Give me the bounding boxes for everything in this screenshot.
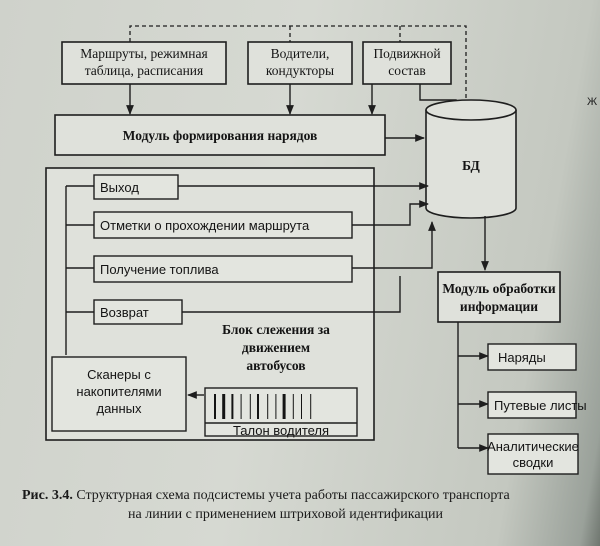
barcode-icon xyxy=(214,394,312,419)
scanners-label-3: данных xyxy=(96,401,142,416)
item-marks-box: Отметки о прохождении маршрута xyxy=(93,211,353,239)
drivers-label-2: кондукторы xyxy=(266,63,334,78)
rolling-stock-label-2: состав xyxy=(388,63,426,78)
processing-module-box: Модуль обработки информации xyxy=(437,271,561,323)
driver-ticket: Талон водителя xyxy=(204,387,358,438)
output-waybills-label: Путевые листы xyxy=(494,398,587,413)
ticket-label: Талон водителя xyxy=(233,423,329,438)
feedback-dashed-line xyxy=(129,25,467,120)
line-return-to-db xyxy=(182,276,401,313)
arrow-fuel-to-db xyxy=(352,221,436,269)
item-fuel-box: Получение топлива xyxy=(93,255,353,283)
order-module-box: Модуль формирования нарядов xyxy=(54,114,386,156)
routes-label-1: Маршруты, режимная xyxy=(80,46,207,61)
processing-label-1: Модуль обработки xyxy=(442,281,556,296)
scanners-label-1: Сканеры с xyxy=(87,367,151,382)
figure-caption: Рис. 3.4. Структурная схема подсистемы у… xyxy=(22,486,600,524)
tracking-title-3: автобусов xyxy=(246,358,305,373)
routes-label-2: таблица, расписания xyxy=(85,63,204,78)
scanners-box: Сканеры с накопителями данных xyxy=(51,356,187,432)
processing-label-2: информации xyxy=(460,299,538,314)
item-exit-label: Выход xyxy=(100,180,139,195)
output-reports-label-2: сводки xyxy=(513,455,554,470)
caption-line-1: Структурная схема подсистемы учета работ… xyxy=(76,488,510,503)
caption-label: Рис. 3.4. xyxy=(22,488,73,503)
item-return-label: Возврат xyxy=(100,305,149,320)
output-reports-label-1: Аналитические xyxy=(487,439,579,454)
caption-line-2: на линии с применением штриховой идентиф… xyxy=(128,507,444,522)
routes-box: Маршруты, режимная таблица, расписания xyxy=(61,41,227,85)
item-fuel-label: Получение топлива xyxy=(100,262,219,277)
scanners-label-2: накопителями xyxy=(76,384,161,399)
drivers-box: Водители, кондукторы xyxy=(247,41,353,85)
rolling-stock-box: Подвижной состав xyxy=(362,41,452,85)
item-marks-label: Отметки о прохождении маршрута xyxy=(100,218,310,233)
tracking-title-2: движением xyxy=(242,340,310,355)
item-return-box: Возврат xyxy=(93,299,183,325)
order-module-label: Модуль формирования нарядов xyxy=(123,128,318,143)
output-orders-label: Наряды xyxy=(498,350,546,365)
rolling-stock-label-1: Подвижной xyxy=(373,46,440,61)
output-waybills: Путевые листы xyxy=(487,391,587,419)
tracking-title-1: Блок слежения за xyxy=(222,322,330,337)
database-label: БД xyxy=(462,158,480,173)
structural-diagram: Маршруты, режимная таблица, расписания В… xyxy=(45,25,587,475)
database-cylinder: БД xyxy=(425,99,517,219)
drivers-label-1: Водители, xyxy=(271,46,330,61)
arrow-marks-to-db xyxy=(352,200,429,226)
page-edge-text: Ж xyxy=(587,96,598,108)
output-reports: Аналитические сводки xyxy=(487,433,579,475)
output-orders: Наряды xyxy=(487,343,577,371)
item-exit-box: Выход xyxy=(93,174,179,200)
